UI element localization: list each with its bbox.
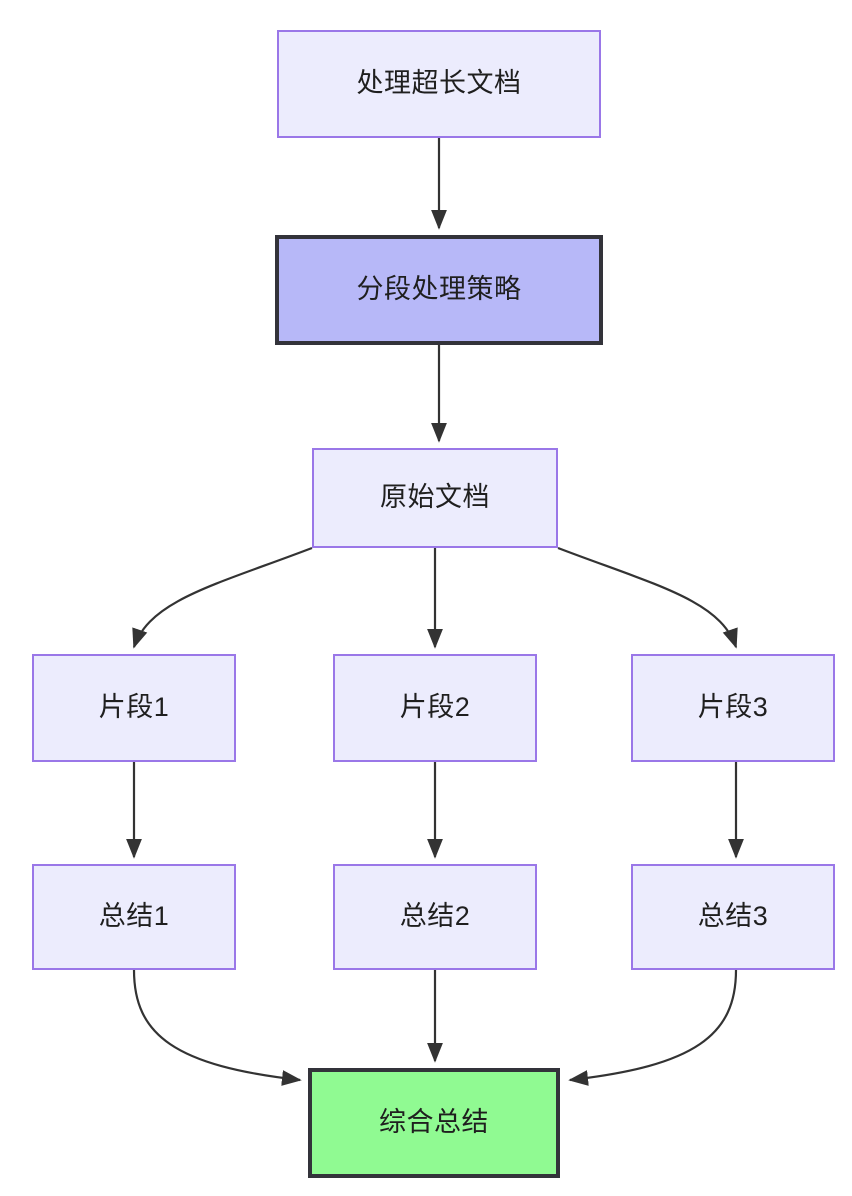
node-n2[interactable]: 分段处理策略 (275, 235, 603, 345)
node-label: 综合总结 (379, 1107, 489, 1138)
edge-n3-to-n6 (557, 546, 738, 649)
node-label: 总结1 (98, 901, 170, 932)
node-n10[interactable]: 综合总结 (308, 1068, 560, 1178)
node-n5[interactable]: 片段2 (333, 654, 537, 762)
node-label: 片段2 (399, 692, 471, 723)
node-label: 片段3 (697, 692, 769, 723)
node-label: 处理超长文档 (356, 68, 522, 99)
edge-n7-to-n10 (132, 969, 302, 1086)
node-label: 总结3 (697, 901, 769, 932)
node-label: 片段1 (98, 692, 170, 723)
node-n9[interactable]: 总结3 (631, 864, 835, 970)
edge-n3-to-n4 (132, 546, 313, 649)
node-label: 分段处理策略 (356, 274, 522, 305)
node-n7[interactable]: 总结1 (32, 864, 236, 970)
node-label: 原始文档 (380, 482, 490, 513)
node-n3[interactable]: 原始文档 (312, 448, 558, 548)
node-n4[interactable]: 片段1 (32, 654, 236, 762)
node-n6[interactable]: 片段3 (631, 654, 835, 762)
edge-n9-to-n10 (568, 969, 738, 1086)
node-n1[interactable]: 处理超长文档 (277, 30, 601, 138)
node-n8[interactable]: 总结2 (333, 864, 537, 970)
node-label: 总结2 (399, 901, 471, 932)
